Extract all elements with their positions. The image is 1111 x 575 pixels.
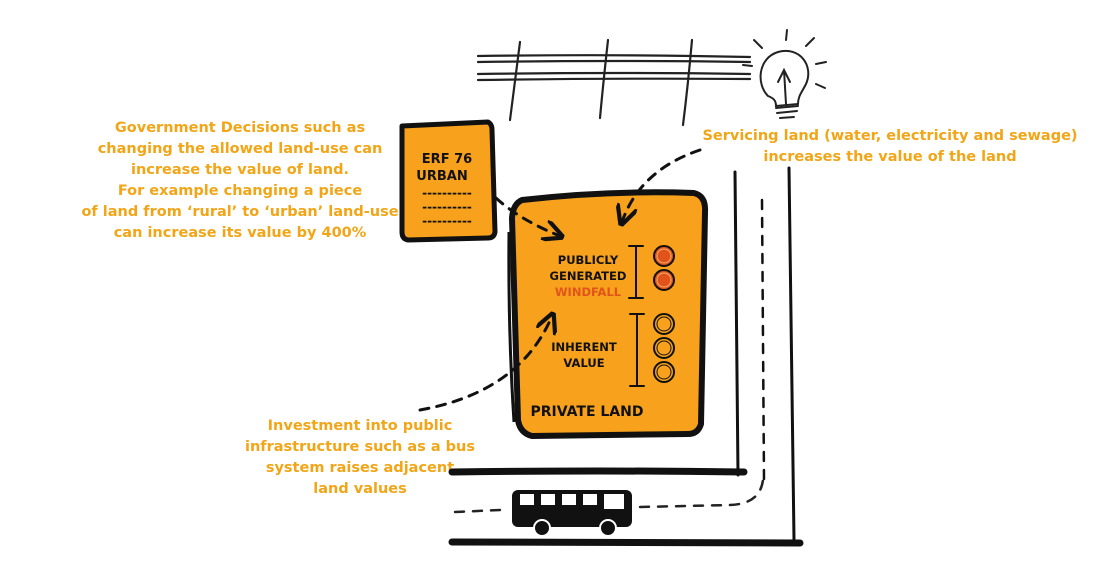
caption-line: system raises adjacent [265, 460, 455, 476]
coin-ring [656, 272, 672, 288]
caption-line: For example changing a piece [117, 183, 363, 199]
caption-line: can increase its value by 400% [113, 225, 367, 241]
caption-line: land values [313, 481, 407, 497]
caption-line: Government Decisions such as [114, 120, 366, 136]
inherent-label: INHERENT [551, 340, 617, 354]
service-grid [476, 38, 752, 127]
erf-dash: ---------- [422, 186, 472, 200]
servicing-land-caption: Servicing land (water, electricity and s… [690, 126, 1090, 168]
inherent-coins [653, 313, 675, 383]
windfall-coins [653, 245, 675, 291]
inherent-coin [653, 361, 675, 383]
caption-line: Investment into public [267, 418, 453, 434]
caption-line: infrastructure such as a bus [244, 439, 475, 455]
caption-line: increases the value of the land [763, 149, 1017, 165]
coin-ring [656, 248, 672, 264]
erf-dash: ---------- [422, 214, 472, 228]
road-horizontal [448, 467, 804, 547]
private-land-parcel: PUBLICLY GENERATED WINDFALL INHERENT VAL… [507, 189, 709, 439]
inherent-coin [653, 337, 675, 359]
bus-icon [512, 490, 632, 537]
investment-caption: Investment into public infrastructure su… [240, 416, 480, 500]
generated-label: GENERATED [550, 269, 627, 283]
road-vertical [733, 166, 796, 542]
coin-ring [656, 340, 672, 356]
bracket [628, 245, 645, 387]
coin-ring [656, 316, 672, 332]
erf-dash: ---------- [422, 200, 472, 214]
private-land-label: PRIVATE LAND [531, 404, 644, 420]
servicing-arrow [622, 148, 702, 222]
publicly-label: PUBLICLY [558, 253, 619, 267]
erf-zoning: URBAN [416, 169, 467, 184]
government-decisions-caption: Government Decisions such as changing th… [70, 118, 410, 244]
caption-line: changing the allowed land-use can [97, 141, 383, 157]
caption-line: increase the value of land. [130, 162, 349, 178]
coin-ring [656, 364, 672, 380]
inherent-coin [653, 313, 675, 335]
lightbulb-icon [742, 29, 827, 119]
value-label: VALUE [563, 356, 604, 370]
erf-card: ERF 76 URBAN ---------- ---------- -----… [399, 119, 498, 243]
caption-line: Servicing land (water, electricity and s… [702, 128, 1078, 144]
erf-number: ERF 76 [422, 152, 472, 167]
arrows [418, 148, 702, 412]
caption-line: of land from ‘rural’ to ‘urban’ land-use [81, 204, 399, 220]
windfall-label: WINDFALL [555, 285, 622, 299]
investment-arrow [418, 316, 552, 412]
erf-arrow [494, 196, 560, 236]
